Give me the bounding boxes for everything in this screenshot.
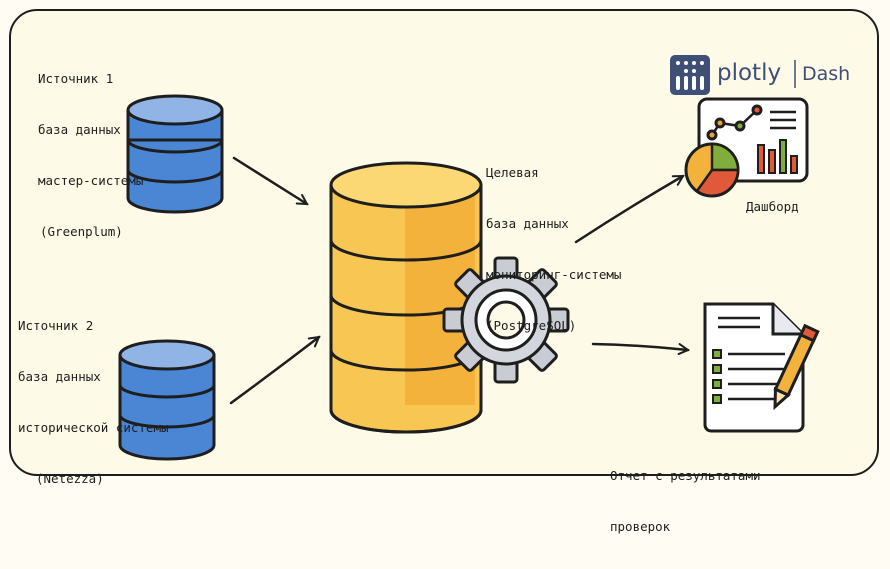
arrow-target-to-dashboard: [574, 174, 683, 244]
source1-database-icon: [126, 94, 224, 214]
report-label: Отчет с результатами проверок: [610, 433, 761, 569]
source1-line: мастер-системы: [38, 173, 144, 188]
source2-line: Источник 2: [18, 318, 94, 333]
target-line: Целевая: [486, 165, 539, 180]
source1-line: Источник 1: [38, 71, 114, 86]
source1-line: база данных: [38, 122, 121, 137]
target-database-icon: [329, 161, 483, 434]
flow-arrows: [229, 156, 688, 405]
dashboard-chart-icon: [684, 97, 809, 198]
gear-icon: [442, 256, 570, 384]
source2-line: база данных: [18, 369, 101, 384]
report-line: Отчет с результатами: [610, 468, 761, 483]
source2-line: исторической системы: [18, 420, 169, 435]
diagram-artwork: [118, 55, 820, 461]
report-checklist-icon: [703, 302, 820, 433]
plotly-logo-icon: [670, 55, 796, 95]
report-line: проверок: [610, 519, 671, 534]
dashboard-label: Дашборд: [746, 199, 799, 214]
source2-label: Источник 2 база данных исторической сист…: [18, 283, 169, 521]
arrow-source1-to-target: [232, 156, 307, 206]
target-line: база данных: [486, 216, 569, 231]
target-line: (PostgreSQL): [486, 318, 577, 333]
source1-label: Источник 1 база данных мастер-системы (G…: [38, 36, 143, 274]
arrow-target-to-report: [591, 342, 688, 350]
target-line: мониторинг-системы: [486, 267, 622, 282]
plotly-wordmark: plotly: [717, 60, 782, 86]
source2-database-icon: [118, 339, 216, 461]
source2-line: (Netezza): [36, 471, 104, 486]
diagram-canvas: Источник 1 база данных мастер-системы (G…: [9, 9, 879, 534]
dash-wordmark: Dash: [802, 63, 851, 85]
arrow-source2-to-target: [229, 337, 319, 405]
source1-line: (Greenplum): [40, 224, 123, 239]
target-label: Целевая база данных мониторинг-системы (…: [486, 130, 621, 368]
